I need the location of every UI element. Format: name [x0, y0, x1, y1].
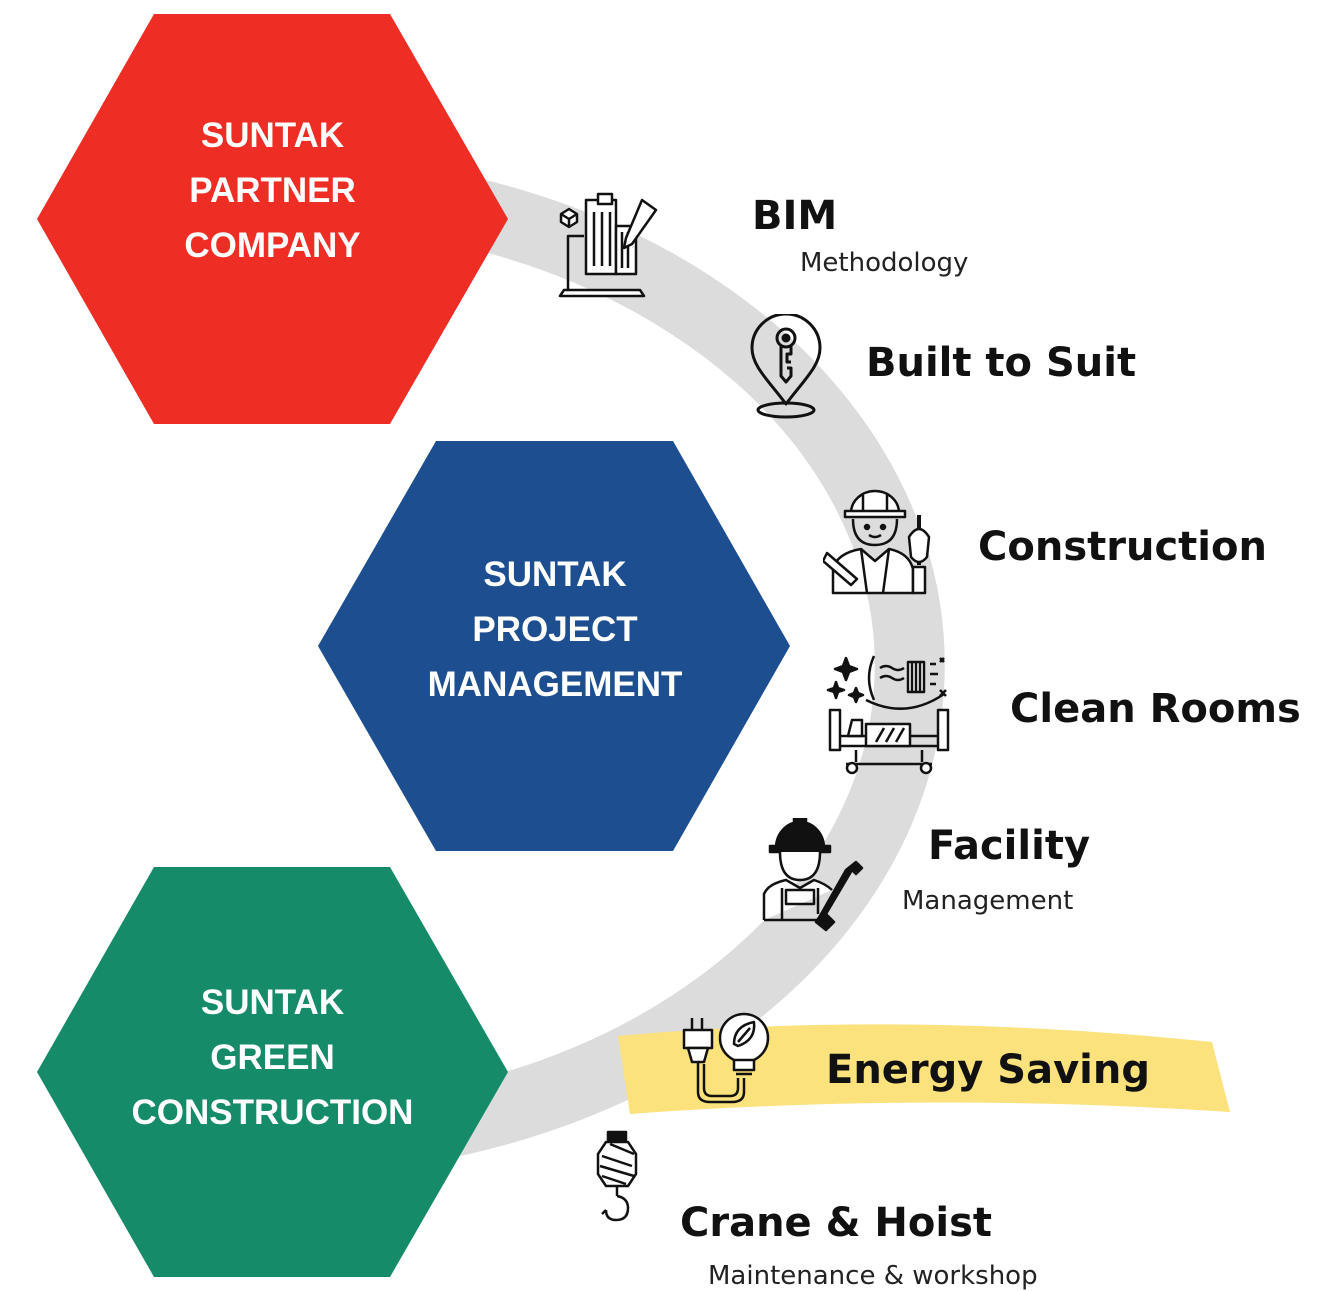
partner-hexagon	[37, 14, 508, 424]
green-line-1: SUNTAK	[200, 983, 345, 1022]
maintenance-worker-icon	[760, 818, 868, 934]
project-hexagon-label: SUNTAK PROJECT MANAGEMENT	[395, 547, 715, 712]
project-line-1: SUNTAK	[483, 555, 627, 594]
green-line-3: CONSTRUCTION	[131, 1093, 414, 1132]
green-line-2: GREEN	[210, 1038, 335, 1077]
partner-hexagon-label: SUNTAK PARTNER COMPANY	[120, 108, 425, 273]
built-to-suit-title: Built to Suit	[866, 340, 1137, 386]
energy-highlight	[618, 1024, 1230, 1114]
clean-room-icon	[826, 650, 952, 776]
eco-plug-icon	[682, 1008, 774, 1108]
green-hexagon	[37, 867, 508, 1277]
facility-title: Facility	[928, 823, 1091, 869]
project-hexagon	[318, 441, 790, 851]
crane-hoist-subtitle: Maintenance & workshop	[708, 1261, 1038, 1291]
location-key-icon	[748, 314, 824, 420]
bim-title: BIM	[752, 193, 838, 239]
project-line-2: PROJECT	[472, 610, 638, 649]
facility-subtitle: Management	[902, 886, 1074, 916]
bim-subtitle: Methodology	[800, 248, 969, 278]
crane-hook-icon	[590, 1130, 644, 1226]
partner-line-1: SUNTAK	[200, 116, 345, 155]
partner-line-2: PARTNER	[189, 171, 356, 210]
building-design-icon	[556, 192, 662, 300]
crane-hoist-title: Crane & Hoist	[680, 1200, 993, 1246]
project-line-3: MANAGEMENT	[427, 665, 683, 704]
construction-title: Construction	[978, 524, 1267, 570]
partner-line-3: COMPANY	[184, 226, 361, 265]
construction-worker-icon	[823, 487, 937, 597]
green-hexagon-label: SUNTAK GREEN CONSTRUCTION	[100, 975, 445, 1140]
energy-saving-title: Energy Saving	[826, 1047, 1150, 1093]
clean-rooms-title: Clean Rooms	[1010, 686, 1301, 732]
